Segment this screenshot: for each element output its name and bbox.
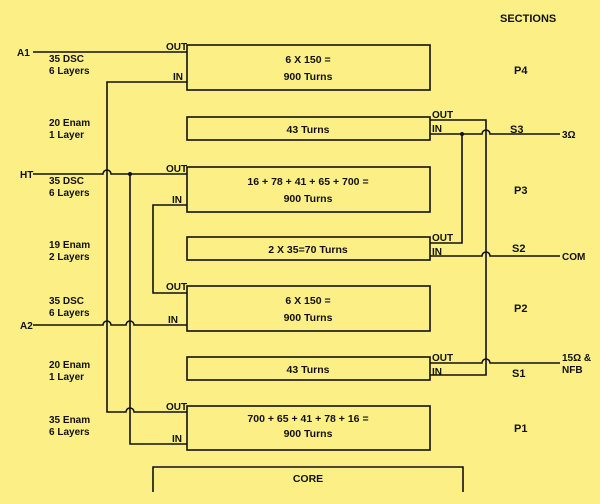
section-s3: S3 (510, 124, 523, 136)
winding-box-s3 (186, 116, 431, 141)
terminal-a2: A2 (20, 321, 33, 332)
winding-box-p3 (186, 166, 431, 213)
wire-p1-l1: 35 Enam (49, 415, 90, 426)
wire-p1-l2: 6 Layers (49, 427, 90, 438)
wire-s3-l2: 1 Layer (49, 130, 84, 141)
wire-p2-l1: 35 DSC (49, 296, 84, 307)
terminal-3ohm: 3Ω (562, 130, 576, 141)
pin-in-s2: IN (432, 247, 442, 258)
wire-p4-l1: 35 DSC (49, 54, 84, 65)
winding-box-s2 (186, 236, 431, 261)
section-s2: S2 (512, 243, 525, 255)
turns-p3-line2: 900 Turns (284, 193, 333, 205)
wire-ht-p1in (129, 174, 187, 445)
pin-out-p4: OUT (166, 42, 187, 53)
terminal-com: COM (562, 252, 585, 263)
core-label: CORE (293, 473, 323, 485)
terminal-ht: HT (20, 170, 33, 181)
pin-out-p2: OUT (166, 282, 187, 293)
turns-p3-line1: 16 + 78 + 41 + 65 + 700 = (247, 176, 368, 188)
section-s1: S1 (512, 368, 525, 380)
section-p1: P1 (514, 423, 527, 435)
winding-box-s1 (186, 356, 431, 381)
turns-s1: 43 Turns (287, 364, 330, 376)
wire-p3-l2: 6 Layers (49, 188, 90, 199)
sections-title: SECTIONS (500, 13, 556, 25)
wire-p4-l2: 6 Layers (49, 66, 90, 77)
wire-s3-l1: 20 Enam (49, 118, 90, 129)
turns-s3: 43 Turns (287, 124, 330, 136)
terminal-15ohm: 15Ω & (562, 353, 591, 364)
pin-out-s2: OUT (432, 233, 453, 244)
turns-p4-line1: 6 X 150 = (285, 54, 330, 66)
core-outline (152, 466, 464, 492)
wire-s3in-3ohm (430, 129, 560, 135)
wire-p3in-p2out (152, 204, 187, 294)
wire-p3-l1: 35 DSC (49, 176, 84, 187)
turns-p2-line1: 6 X 150 = (285, 295, 330, 307)
turns-p2-line2: 900 Turns (284, 312, 333, 324)
pin-out-p3: OUT (166, 164, 187, 175)
section-p4: P4 (514, 65, 528, 77)
wire-s3in-s2out (430, 134, 463, 244)
wire-s1-l1: 20 Enam (49, 360, 90, 371)
winding-box-p4 (186, 44, 431, 91)
pin-in-p1: IN (172, 434, 182, 445)
pin-in-p2: IN (168, 315, 178, 326)
wire-s3out-s1in (430, 119, 487, 376)
turns-p4-line2: 900 Turns (284, 71, 333, 83)
section-p2: P2 (514, 303, 527, 315)
section-p3: P3 (514, 185, 527, 197)
wire-s1out-15ohm (430, 358, 560, 364)
pin-out-s3: OUT (432, 110, 453, 121)
pin-out-s1: OUT (432, 353, 453, 364)
wire-p4in-p1out (106, 81, 187, 413)
pin-in-p4: IN (173, 72, 183, 83)
wire-s2in-com (430, 251, 560, 257)
wire-s1-l2: 1 Layer (49, 372, 84, 383)
winding-box-p2 (186, 285, 431, 332)
pin-in-p3: IN (172, 195, 182, 206)
wire-s2-l1: 19 Enam (49, 240, 90, 251)
pin-out-p1: OUT (166, 402, 187, 413)
terminal-a1: A1 (17, 48, 30, 59)
wire-ht (33, 169, 187, 175)
wire-s2-l2: 2 Layers (49, 252, 90, 263)
terminal-nfb: NFB (562, 365, 583, 376)
wire-p2-l2: 6 Layers (49, 308, 90, 319)
turns-s2: 2 X 35=70 Turns (268, 244, 348, 256)
winding-box-p1 (186, 405, 431, 451)
pin-in-s3: IN (432, 124, 442, 135)
wire-a2 (33, 320, 187, 326)
turns-p1-line2: 900 Turns (284, 428, 333, 440)
pin-in-s1: IN (432, 367, 442, 378)
turns-p1-line1: 700 + 65 + 41 + 78 + 16 = (247, 413, 368, 425)
